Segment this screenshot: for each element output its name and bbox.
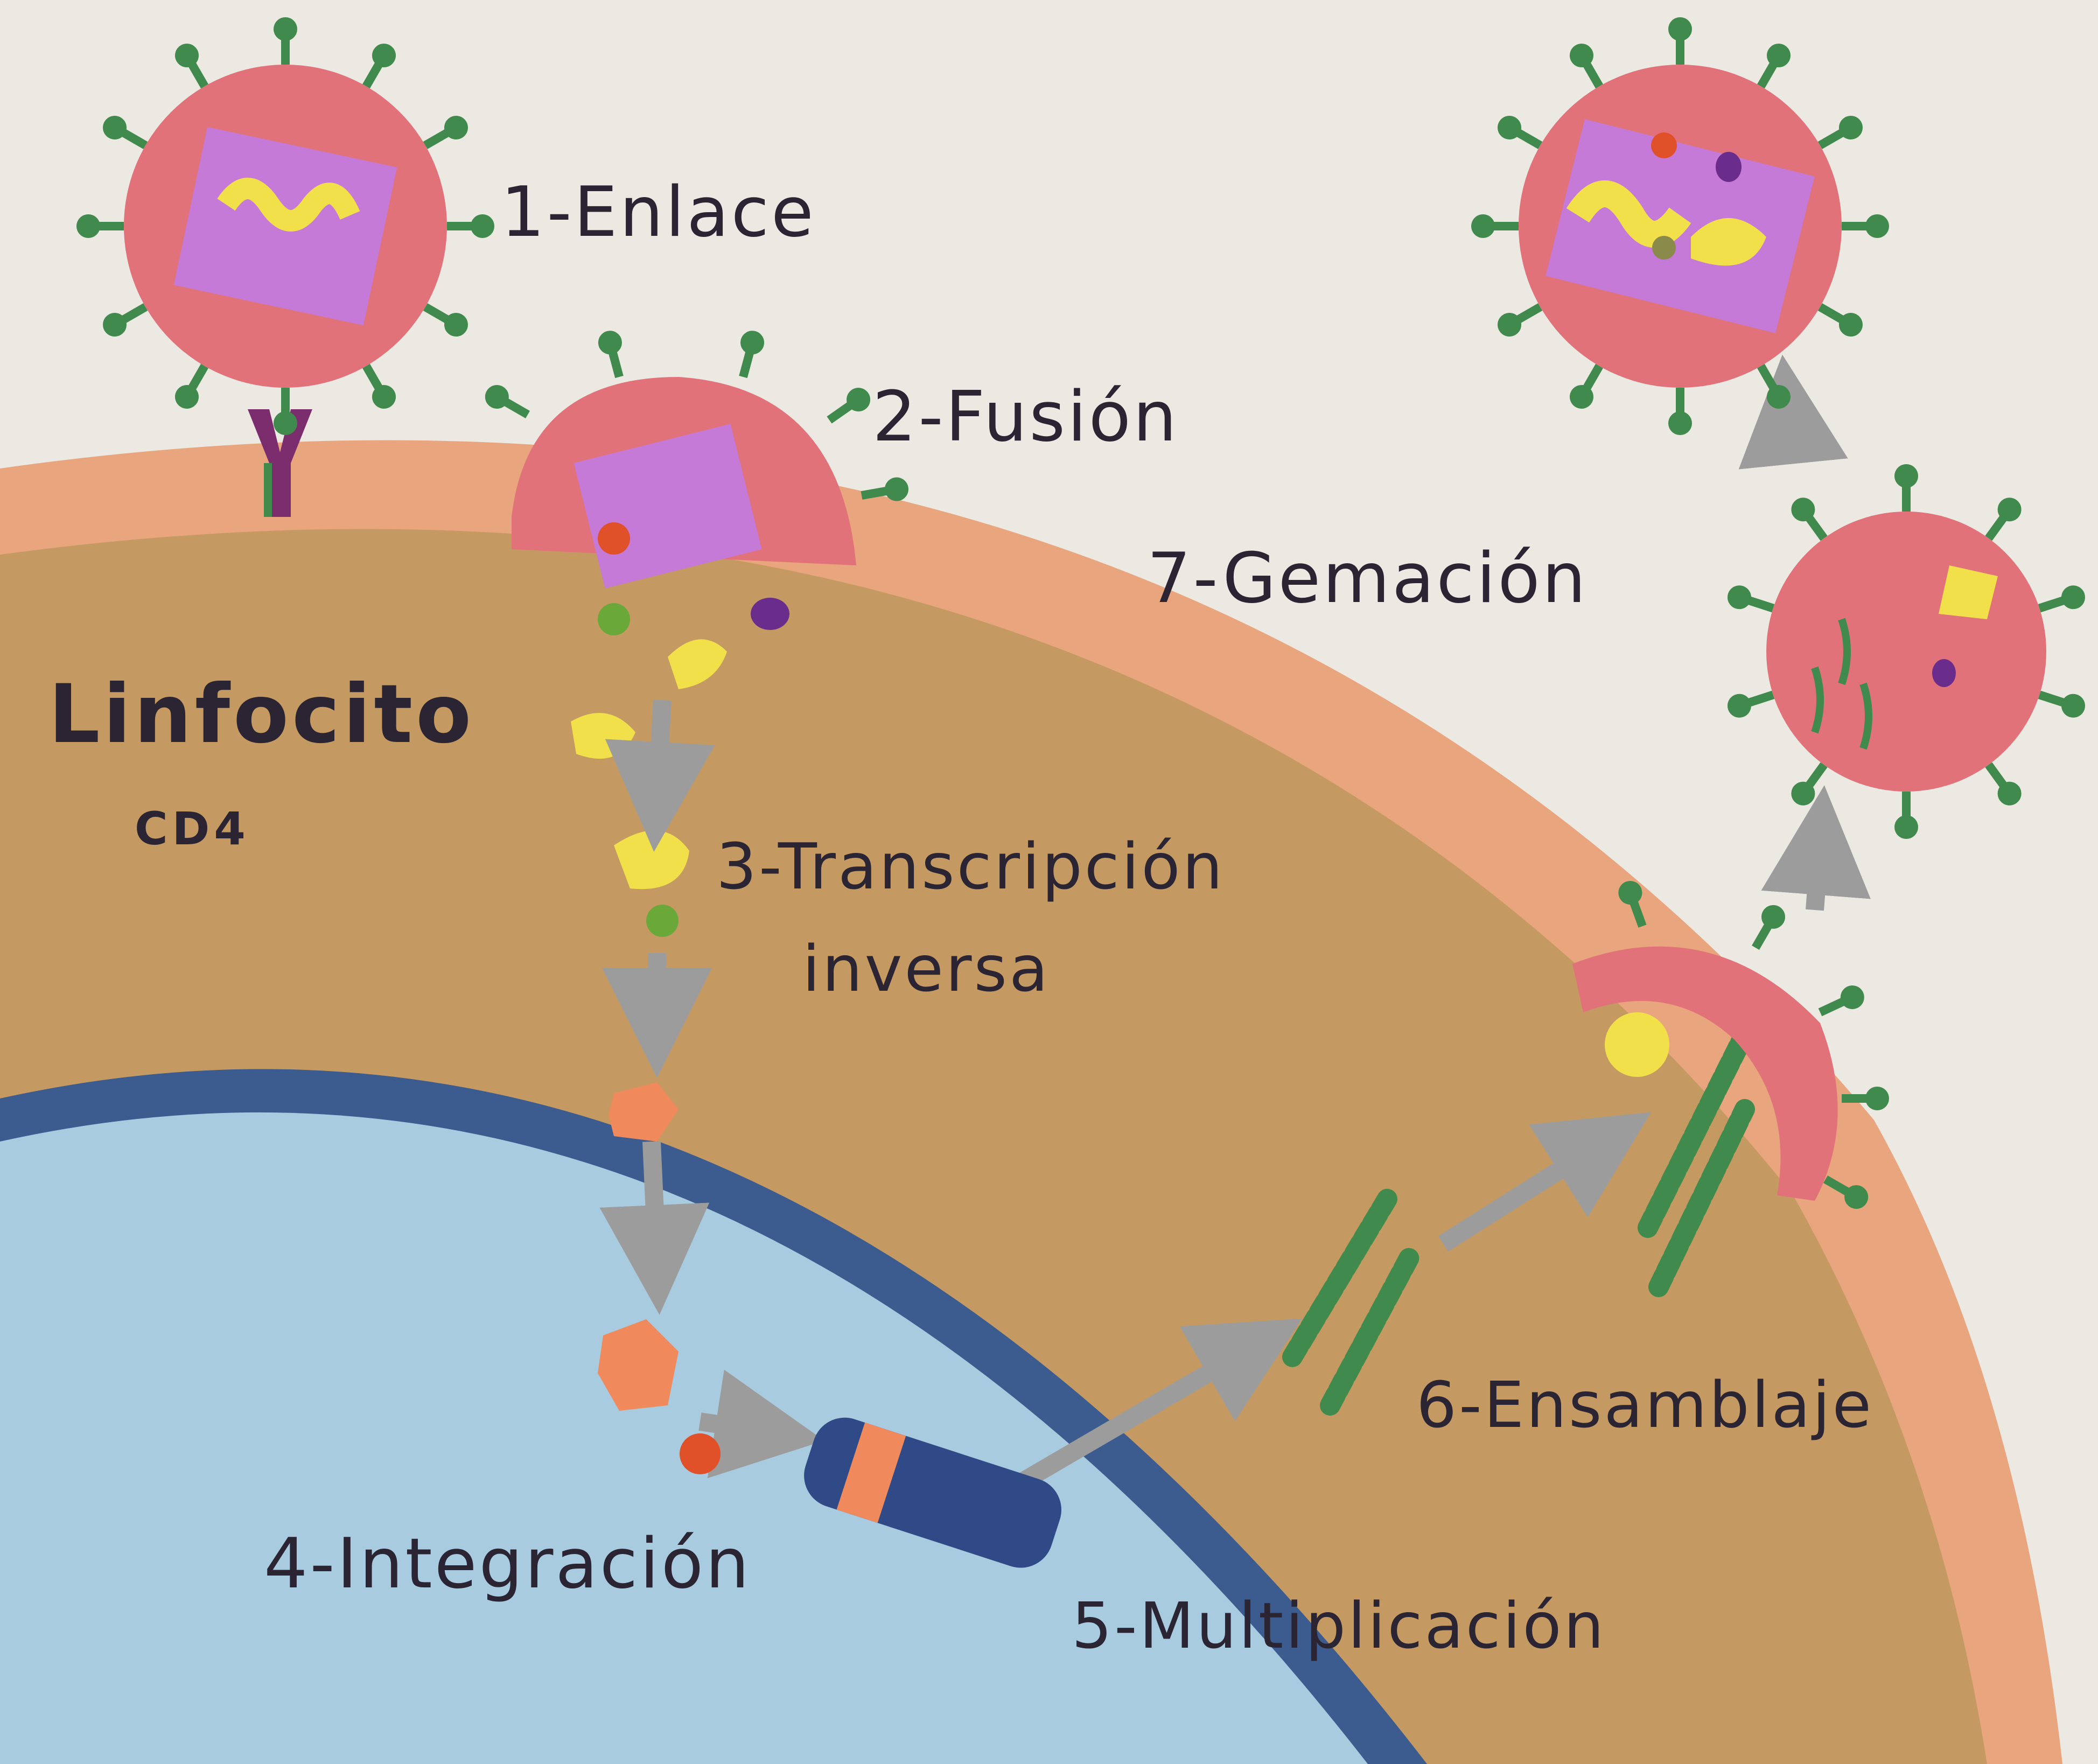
enzyme-dot-purple (751, 598, 789, 630)
step-3-label: 3-Transcripción (716, 829, 1225, 904)
virus-binding (76, 17, 494, 435)
cell-title: Linfocito (48, 668, 474, 761)
enzyme-dot-red (598, 522, 630, 555)
virus-mature (1471, 17, 1889, 435)
step-1-label: 1-Enlace (501, 172, 816, 253)
cell-subtitle: CD4 (135, 802, 250, 855)
enzyme-dot-green (646, 905, 679, 937)
virus-fusion (481, 328, 911, 588)
step-7-label: 7-Gemación (1147, 538, 1588, 619)
virus-maturing (1724, 464, 2088, 839)
step-3-label-line2: inversa (802, 932, 1050, 1006)
step-5-label: 5-Multiplicación (1072, 1588, 1606, 1663)
step-4-label: 4-Integración (264, 1524, 751, 1604)
enzyme-dot-green (598, 603, 630, 635)
step-6-label: 6-Ensamblaje (1416, 1368, 1873, 1442)
step-2-label: 2-Fusión (872, 377, 1179, 457)
enzyme-dot-red (680, 1433, 721, 1474)
